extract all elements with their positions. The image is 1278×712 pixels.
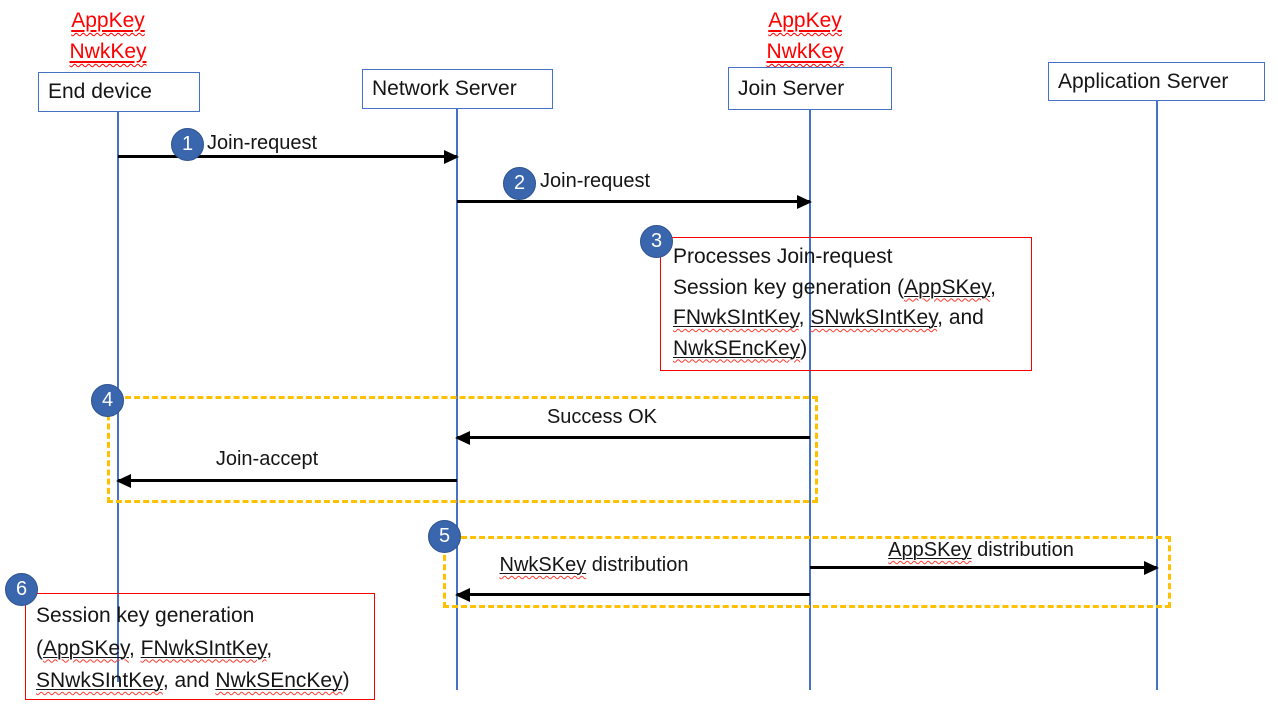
actor-label: Network Server [372,77,517,100]
actor-label: Application Server [1058,69,1229,93]
root-keys-join-server: AppKey NwkKey [720,5,890,67]
step-circle-4: 4 [91,384,124,417]
highlight-box-join-accept [107,396,818,503]
label-join-request-1: Join-request [207,132,318,154]
arrow-success-ok [457,436,810,439]
root-key-nwkkey: NwkKey [766,40,844,63]
step-circle-1: 1 [171,128,204,161]
root-keys-end-device: AppKey NwkKey [38,5,178,67]
arrow-join-request-2 [457,200,810,203]
step-circle-5: 5 [428,520,461,553]
actor-label: End device [48,80,152,103]
step-circle-6: 6 [5,573,38,606]
highlight-box-key-distribution [443,536,1171,608]
label-nwkskey-distribution: NwkSKey distribution [499,554,689,576]
actor-network-server: Network Server [362,69,553,109]
actor-join-server: Join Server [728,67,892,110]
label-join-request-2: Join-request [540,170,651,192]
arrow-join-accept [118,479,457,482]
note-text: Session key generation(AppSKey, FNwkSInt… [36,604,350,692]
actor-end-device: End device [38,72,200,112]
actor-application-server: Application Server [1048,62,1265,101]
root-key-appkey: AppKey [768,9,842,32]
root-key-nwkkey: NwkKey [69,40,147,63]
label-success-ok: Success OK [546,406,658,428]
note-end-device-session-keys: Session key generation(AppSKey, FNwkSInt… [25,593,375,700]
step-circle-3: 3 [640,225,673,258]
lifeline-join-server [809,110,811,690]
step-circle-2: 2 [503,167,536,200]
lifeline-network-server [456,109,458,690]
label-appskey-distribution: AppSKey distribution [888,539,1074,561]
actor-label: Join Server [738,76,845,100]
label-join-accept: Join-accept [215,448,319,470]
arrow-join-request-1 [118,155,457,158]
root-key-appkey: AppKey [71,9,145,32]
arrow-nwkskey-distribution [457,593,810,596]
lifeline-application-server [1156,101,1158,690]
arrow-appskey-distribution [810,566,1157,569]
